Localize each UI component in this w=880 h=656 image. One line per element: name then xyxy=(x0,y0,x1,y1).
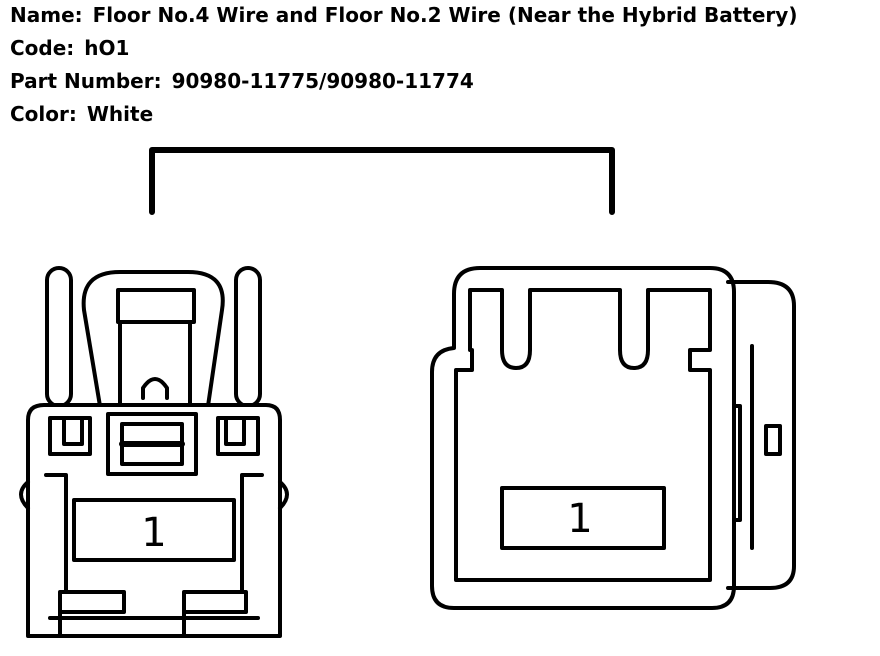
left-window-right-inner xyxy=(224,416,246,446)
name-value: Floor No.4 Wire and Floor No.2 Wire (Nea… xyxy=(92,3,798,27)
left-connector xyxy=(19,266,289,638)
left-bottom-tab-left xyxy=(58,590,126,638)
right-housing xyxy=(430,266,736,610)
code-label: Code: xyxy=(10,36,75,60)
part-number-row: Part Number: 90980-11775/90980-11774 xyxy=(10,69,474,93)
part-number-label: Part Number: xyxy=(10,69,162,93)
left-latch-arm-right xyxy=(234,266,262,408)
right-side-latch-tab xyxy=(734,404,742,522)
right-side-latch xyxy=(726,280,796,590)
right-inner-frame xyxy=(454,288,712,582)
left-pin-number: 1 xyxy=(141,510,166,556)
left-housing xyxy=(26,403,282,638)
name-row: Name: Floor No.4 Wire and Floor No.2 Wire… xyxy=(10,3,797,27)
mating-bracket xyxy=(149,147,615,215)
color-row: Color: White xyxy=(10,102,153,126)
code-row: Code: hO1 xyxy=(10,36,129,60)
left-pin-cavity xyxy=(72,498,236,562)
color-value: White xyxy=(86,102,154,126)
left-window-left-inner xyxy=(62,416,84,446)
right-side-latch-nub xyxy=(764,424,782,456)
name-label: Name: xyxy=(10,3,83,27)
left-centre-latch xyxy=(106,412,198,476)
lock-hood xyxy=(81,270,225,408)
lock-body xyxy=(118,320,192,408)
part-number-value: 90980-11775/90980-11774 xyxy=(171,69,474,93)
left-latch-arm-left xyxy=(45,266,73,408)
color-label: Color: xyxy=(10,102,77,126)
left-inner-rail-left xyxy=(44,473,68,592)
right-pin-number: 1 xyxy=(567,496,592,542)
left-bump-left xyxy=(19,480,30,510)
lock-tab xyxy=(116,288,196,324)
code-value: hO1 xyxy=(84,36,130,60)
right-pin-cavity xyxy=(500,486,666,550)
left-bump-right xyxy=(278,480,289,510)
right-connector xyxy=(430,266,796,610)
left-bottom-tab-right xyxy=(182,590,248,638)
lock-notch xyxy=(141,377,169,400)
left-inner-rail-right xyxy=(240,473,264,592)
